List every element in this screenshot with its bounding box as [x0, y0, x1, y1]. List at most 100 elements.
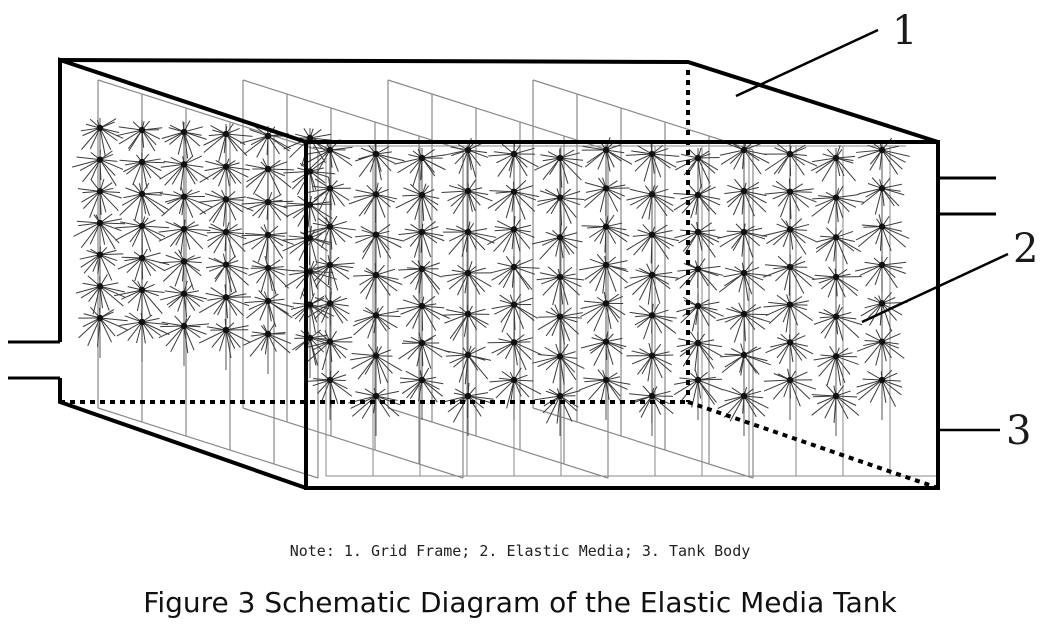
elastic-media-bundle [113, 279, 165, 319]
elastic-media-knot [180, 161, 188, 168]
elastic-media-bundle [717, 223, 768, 258]
tank-front-face [304, 140, 940, 490]
elastic-media-bristle [183, 293, 208, 300]
elastic-media-bristle [361, 395, 377, 419]
elastic-media-bristle [498, 266, 515, 285]
elastic-media-bristle [605, 260, 628, 266]
elastic-media-bristle [225, 329, 236, 349]
elastic-media-knot [786, 226, 794, 233]
elastic-media-bundle [676, 331, 722, 371]
elastic-media-bristle [99, 285, 125, 293]
elastic-media-knot [878, 300, 886, 307]
elastic-media-knot [372, 352, 380, 359]
elastic-media-bristle [141, 191, 164, 195]
elastic-media-knot [326, 376, 334, 384]
elastic-media-bristle [881, 261, 907, 266]
elastic-media-bristle [225, 264, 233, 293]
elastic-media-bristle [682, 231, 699, 252]
elastic-media-bristle [559, 157, 582, 181]
elastic-media-bristle [811, 394, 837, 397]
elastic-media-bristle [638, 395, 653, 413]
elastic-media-bundle [762, 254, 815, 296]
elastic-media-bristle [421, 157, 436, 177]
elastic-media-bristle [678, 231, 699, 244]
elastic-media-bristle [73, 222, 101, 237]
elastic-media-bristle [267, 300, 277, 328]
elastic-media-bristle [355, 234, 377, 238]
elastic-media-bristle [375, 193, 398, 200]
elastic-media-bristle [141, 193, 166, 215]
elastic-media-bristle [772, 228, 791, 246]
elastic-media-bristle [375, 395, 391, 418]
elastic-media-bristle [458, 149, 469, 174]
elastic-media-bristle [249, 333, 269, 357]
elastic-media-bristle [240, 135, 269, 144]
elastic-media-bristle [141, 321, 169, 326]
elastic-media-bristle [375, 395, 398, 401]
elastic-media-bristle [559, 197, 572, 224]
elastic-media-bristle [141, 193, 162, 196]
elastic-media-bristle [865, 264, 883, 287]
elastic-media-knot [786, 301, 794, 308]
elastic-media-bristle [467, 190, 476, 212]
elastic-media-bristle [327, 264, 331, 286]
elastic-media-bristle [329, 188, 345, 207]
elastic-media-bristle [99, 159, 124, 170]
elastic-media-bristle [697, 157, 719, 171]
elastic-media-bristle [743, 272, 753, 295]
elastic-media-bristle [329, 226, 346, 243]
elastic-media-bristle [318, 188, 331, 211]
elastic-media-bristle [413, 231, 423, 258]
elastic-media-bristle [141, 225, 152, 252]
elastic-media-bristle [626, 234, 653, 251]
elastic-media-bristle [141, 193, 147, 214]
elastic-media-bristle [694, 342, 699, 371]
elastic-media-bristle [358, 194, 377, 217]
elastic-media-bristle [321, 379, 331, 403]
elastic-media-bristle [169, 131, 185, 145]
elastic-media-bristle [651, 153, 662, 178]
elastic-media-bristle [697, 342, 714, 361]
elastic-media-bristle [513, 266, 536, 275]
elastic-media-bristle [375, 314, 398, 329]
elastic-media-bristle [697, 268, 718, 291]
elastic-media-bristle [697, 342, 715, 369]
elastic-media-bristle [80, 222, 101, 248]
elastic-media-bristle [496, 341, 515, 356]
elastic-media-bristle [697, 265, 721, 270]
elastic-media-bristle [722, 389, 745, 397]
elastic-media-bristle [77, 188, 101, 192]
elastic-media-bristle [861, 224, 883, 228]
elastic-media-bundle [306, 255, 355, 291]
elastic-media-bristle [651, 194, 668, 217]
elastic-media-bristle [491, 304, 515, 310]
elastic-media-bristle [605, 379, 628, 390]
elastic-media-bristle [225, 166, 250, 171]
elastic-media-bristle [418, 379, 423, 401]
elastic-media-bristle [743, 354, 771, 366]
elastic-media-bristle [409, 379, 423, 400]
figure-caption: Figure 3 Schematic Diagram of the Elasti… [143, 586, 897, 619]
elastic-media-knot [418, 302, 426, 310]
elastic-media-bristle [99, 286, 110, 311]
elastic-media-bristle [120, 289, 143, 300]
elastic-media-bristle [141, 129, 156, 152]
elastic-media-bristle [789, 342, 803, 361]
elastic-media-bristle [651, 193, 674, 206]
elastic-media-bristle [329, 226, 353, 239]
elastic-media-bristle [513, 191, 536, 212]
elastic-media-bristle [651, 315, 663, 334]
elastic-media-bristle [99, 222, 122, 232]
elastic-media-bristle [441, 190, 469, 194]
elastic-media-bristle [219, 329, 227, 352]
elastic-media-bristle [690, 194, 699, 219]
elastic-media-knot [372, 231, 380, 238]
elastic-media-bristle [406, 194, 423, 214]
elastic-media-bristle [541, 276, 561, 285]
elastic-media-bristle [161, 321, 185, 327]
elastic-media-bristle [267, 300, 272, 322]
elastic-media-bundle [244, 289, 294, 328]
elastic-media-bristle [724, 272, 745, 287]
elastic-media-bristle [835, 197, 857, 208]
elastic-media-bristle [835, 197, 864, 203]
